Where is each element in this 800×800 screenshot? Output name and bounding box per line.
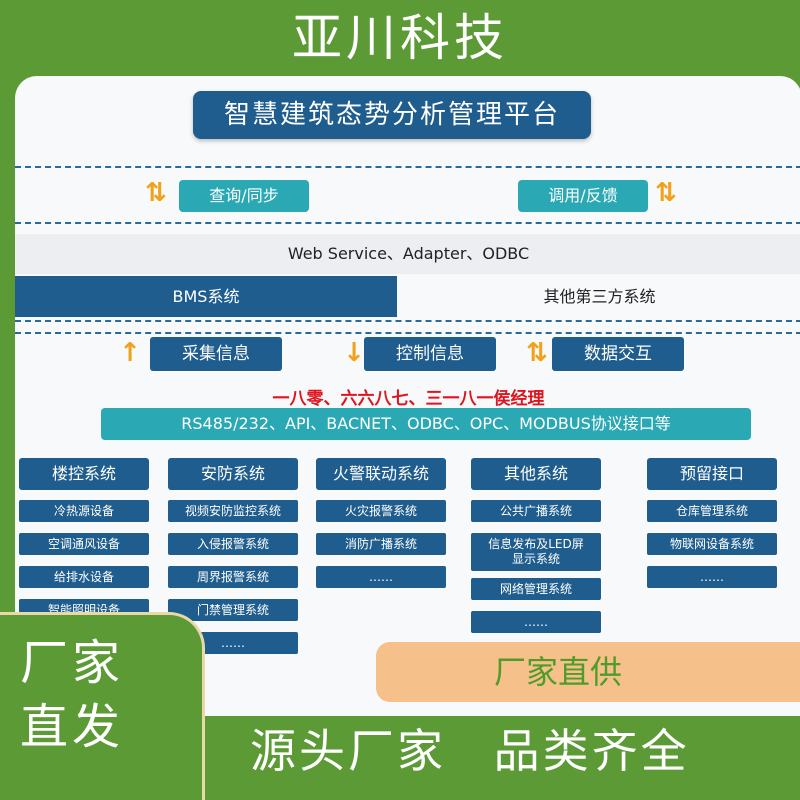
subsystem-item: 入侵报警系统: [168, 533, 298, 555]
category-security: 安防系统: [168, 458, 298, 490]
dashed-divider: [15, 222, 800, 224]
subsystem-item: ……: [647, 566, 777, 588]
architecture-diagram: 智慧建筑态势分析管理平台 ⇅ 查询/同步 调用/反馈 ⇅ Web Service…: [15, 76, 800, 716]
middleware-band: Web Service、Adapter、ODBC: [15, 234, 800, 274]
subsystem-item: 周界报警系统: [168, 566, 298, 588]
corner-line-2: 直发: [20, 699, 125, 755]
up-down-arrow-icon: ⇅: [145, 178, 167, 208]
dashed-divider: [15, 166, 800, 168]
category-reserved-interface: 预留接口: [647, 458, 777, 490]
direct-supply-pill: 厂家直供: [376, 642, 800, 702]
subsystem-item: 视频安防监控系统: [168, 500, 298, 522]
dashed-divider: [15, 320, 800, 322]
contact-phone-text: 一八零、六六八七、三一八一侯经理: [272, 389, 545, 409]
up-down-arrow-icon: ⇅: [655, 178, 677, 208]
subsystem-item: 给排水设备: [19, 566, 149, 588]
subsystem-item: 空调通风设备: [19, 533, 149, 555]
dashed-divider: [15, 332, 800, 334]
control-info-box: 控制信息: [364, 337, 496, 371]
subsystem-item: 门禁管理系统: [168, 599, 298, 621]
bottom-slogan: 源头厂家 品类齐全: [250, 724, 690, 778]
subsystem-item: ……: [316, 566, 446, 588]
category-fire-alarm: 火警联动系统: [316, 458, 446, 490]
subsystem-item: 网络管理系统: [471, 578, 601, 600]
collect-info-box: 采集信息: [150, 337, 282, 371]
corner-banner: 厂家 直发: [0, 612, 205, 800]
platform-title: 智慧建筑态势分析管理平台: [193, 91, 591, 139]
category-other-systems: 其他系统: [471, 458, 601, 490]
subsystem-item: 火灾报警系统: [316, 500, 446, 522]
down-arrow-icon: ↓: [343, 338, 365, 368]
subsystem-item: 物联网设备系统: [647, 533, 777, 555]
third-party-system: 其他第三方系统: [543, 287, 656, 306]
up-arrow-icon: ↑: [119, 338, 141, 368]
middleware-label: Web Service、Adapter、ODBC: [287, 244, 530, 263]
up-down-arrow-icon: ⇅: [526, 338, 548, 368]
category-building-control: 楼控系统: [19, 458, 149, 490]
subsystem-item: 信息发布及LED屏 显示系统: [471, 533, 601, 571]
query-sync-box: 查询/同步: [179, 180, 309, 212]
subsystem-item: 冷热源设备: [19, 500, 149, 522]
subsystem-item: 仓库管理系统: [647, 500, 777, 522]
protocols-bar: RS485/232、API、BACNET、ODBC、OPC、MODBUS协议接口…: [101, 408, 751, 440]
brand-title: 亚川科技: [292, 9, 508, 67]
subsystem-item: 公共广播系统: [471, 500, 601, 522]
corner-line-1: 厂家: [20, 635, 125, 691]
subsystem-item: 消防广播系统: [316, 533, 446, 555]
bms-system: BMS系统: [15, 276, 397, 317]
call-feedback-box: 调用/反馈: [518, 180, 648, 212]
data-exchange-box: 数据交互: [552, 337, 684, 371]
subsystem-item: ……: [471, 611, 601, 633]
